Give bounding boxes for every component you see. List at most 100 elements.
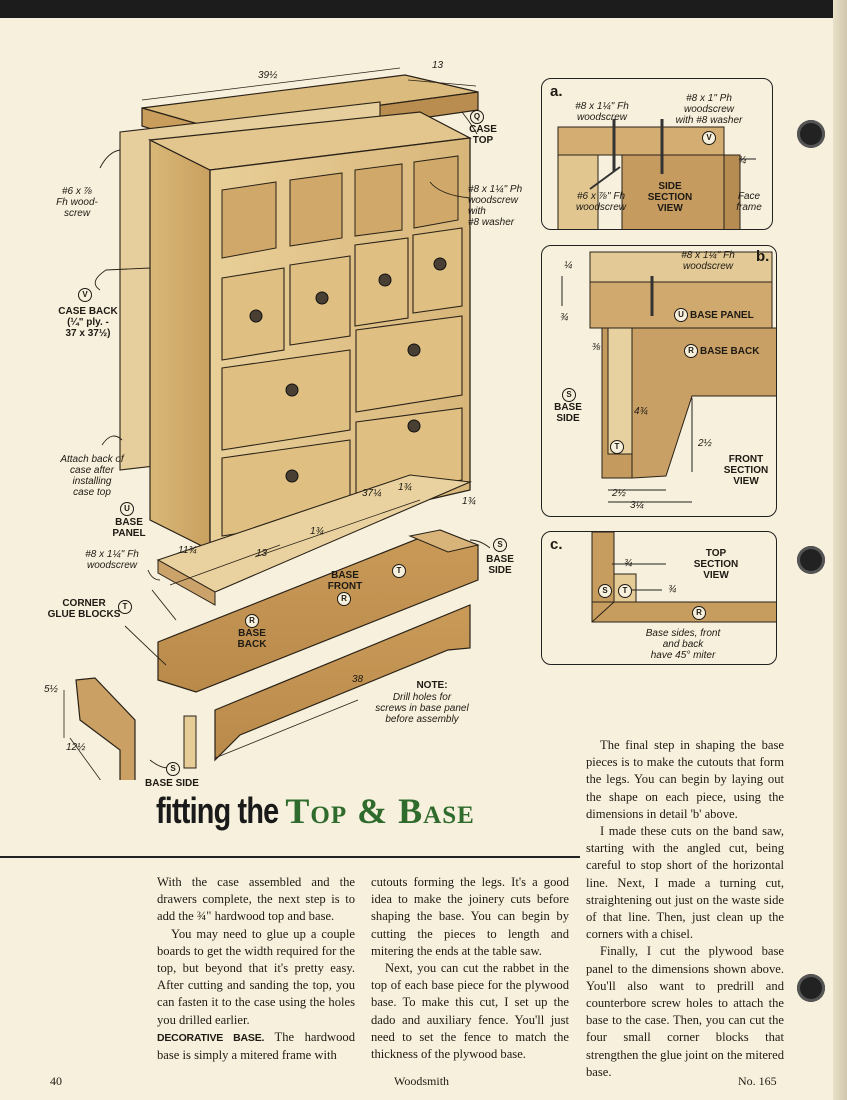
label-case-top: CASE TOP	[469, 124, 497, 146]
callout-r-front: R	[337, 592, 351, 606]
col3-paragraph-3: Finally, I cut the plywood base panel to…	[586, 944, 784, 1079]
punch-hole	[797, 120, 825, 148]
detail-b-base-panel: BASE PANEL	[690, 310, 754, 321]
dim-side-width: 12½	[66, 742, 86, 753]
punch-hole	[797, 974, 825, 1002]
dim-top-width: 39½	[258, 70, 278, 81]
detail-b-screw: #8 x 1¼" Fh woodscrew	[681, 250, 735, 272]
label-corner-blocks: CORNER GLUE BLOCKS	[47, 598, 121, 620]
exploded-view-drawing: 39½ 13 37¼ 1¾ 1¾ 1¾ 11¾ 13 38 5½ 12½ Q C…	[0, 20, 545, 819]
page-right-edge	[833, 0, 847, 1100]
detail-b-dim-top: ¼	[564, 260, 573, 271]
dimension-lines	[63, 67, 477, 819]
dim-inset-3: 1¾	[310, 526, 324, 537]
detail-b-callout-r: R	[684, 344, 698, 358]
detail-a-view: SIDE SECTION VIEW	[647, 181, 693, 214]
detail-b-base-back: BASE BACK	[700, 346, 760, 357]
detail-a-ph-screw: #8 x 1" Ph woodscrew with #8 washer	[675, 93, 743, 126]
detail-c-callout-s: S	[598, 584, 612, 598]
col1-paragraph-3: DECORATIVE BASE. The hardwood base is si…	[157, 1029, 355, 1064]
dim-base-width: 37¼	[362, 488, 382, 499]
col2-paragraph-2: Next, you can cut the rabbet in the top …	[371, 961, 569, 1062]
col2-paragraph-1: cutouts forming the legs. It's a good id…	[371, 875, 569, 958]
callout-u: U	[120, 502, 134, 516]
col1-paragraph-1: With the case assembled and the drawers …	[157, 875, 355, 924]
detail-a-callout-v: V	[702, 131, 716, 145]
note-title: NOTE:	[416, 680, 448, 691]
page-top-edge	[0, 0, 847, 18]
detail-b-svg	[561, 251, 776, 503]
detail-a-svg	[557, 119, 756, 229]
case-side	[147, 111, 472, 551]
issue-number: No. 165	[738, 1074, 777, 1088]
dim-top-depth: 13	[432, 60, 444, 71]
detail-b-letter: b.	[756, 248, 770, 265]
detail-c-view: TOP SECTION VIEW	[693, 548, 739, 581]
dim-base-side-length: 38	[352, 674, 364, 685]
leader-lines	[94, 111, 491, 769]
page-number: 40	[50, 1074, 62, 1088]
detail-b-callout-t: T	[610, 440, 624, 454]
detail-c-dim-2: ¾	[668, 584, 677, 595]
label-fh-woodscrew-2: #8 x 1¼" Fh woodscrew	[85, 549, 139, 571]
callout-s-2: S	[166, 762, 180, 776]
detail-a-fh-screw: #8 x 1¼" Fh woodscrew	[575, 101, 629, 123]
detail-b-bottom-1: 2½	[612, 488, 626, 499]
dim-inset-1: 1¾	[398, 482, 412, 493]
note-body: Drill holes for screws in base panel bef…	[375, 692, 469, 725]
detail-b-bottom-2: 3¼	[630, 500, 644, 511]
detail-b-dim-rabbet: ⅜	[592, 342, 601, 353]
label-base-front: BASE FRONT	[327, 570, 363, 592]
detail-b-dim-panel: ¾	[560, 312, 569, 323]
detail-b-callout-s: S	[562, 388, 576, 402]
dim-panel-depth: 11¾	[178, 545, 197, 556]
detail-c-letter: c.	[550, 536, 563, 553]
punch-hole	[797, 546, 825, 574]
callout-t: T	[118, 600, 132, 614]
label-fh-woodscrew: #6 x ⅞ Fh wood- screw	[56, 186, 98, 219]
headline-accent: Top & Base	[285, 791, 475, 831]
detail-b: b. #8 x 1¼" Fh woodscrew ¼ ¾ ⅜ U BASE PA…	[541, 245, 777, 517]
label-base-back: BASE BACK	[237, 628, 267, 650]
col1-paragraph-3-text: The hardwood base is simply a mitered fr…	[157, 1029, 356, 1063]
magazine-name: Woodsmith	[394, 1074, 450, 1088]
base-panel	[156, 474, 473, 606]
callout-v: V	[78, 288, 92, 302]
label-attach-note: Attach back of case after installing cas…	[60, 454, 124, 498]
detail-a-face-frame: Face frame	[736, 191, 762, 213]
callout-q: Q	[470, 110, 484, 124]
label-base-side-2: BASE SIDE	[145, 778, 199, 789]
runin-decorative-base: DECORATIVE BASE.	[157, 1031, 265, 1044]
article-column-3: The final step in shaping the base piece…	[586, 737, 784, 1081]
callout-r-back: R	[245, 614, 259, 628]
col3-paragraph-1: The final step in shaping the base piece…	[586, 738, 784, 821]
detail-c-callout-t: T	[618, 584, 632, 598]
label-base-side: BASE SIDE	[486, 554, 514, 576]
callout-t-glue: T	[392, 564, 406, 578]
col1-paragraph-2: You may need to glue up a couple boards …	[157, 926, 355, 1027]
callout-s: S	[493, 538, 507, 552]
detail-b-view: FRONT SECTION VIEW	[723, 454, 769, 487]
article-column-2: cutouts forming the legs. It's a good id…	[371, 874, 569, 1063]
label-ph-woodscrew: #8 x 1¼" Ph woodscrew with #8 washer	[468, 184, 523, 228]
dim-leg-height: 5½	[44, 684, 58, 695]
col3-paragraph-2: I made these cuts on the band saw, start…	[586, 824, 784, 942]
label-base-panel: BASE PANEL	[112, 517, 146, 539]
dim-panel-depth-2: 13	[256, 548, 268, 559]
dim-inset-2: 1¾	[462, 496, 476, 507]
detail-c-note: Base sides, front and back have 45° mite…	[645, 628, 721, 661]
detail-a-small-screw: #6 x ⅞" Fh woodscrew	[575, 191, 627, 213]
article-headline: fitting the Top & Base	[156, 790, 475, 832]
detail-b-cut: 2½	[698, 438, 712, 449]
exploded-view-svg	[63, 67, 491, 819]
detail-b-base-side: BASE SIDE	[554, 402, 582, 424]
detail-c-callout-r: R	[692, 606, 706, 620]
detail-a: a. #8 x 1¼" Fh woodscrew #8 x 1" Ph wood…	[541, 78, 773, 230]
case-front	[209, 137, 471, 551]
headline-rule	[0, 856, 580, 858]
article-column-1: With the case assembled and the drawers …	[157, 874, 355, 1064]
detail-c-dim-1: ¾	[624, 558, 633, 569]
detail-a-dim: ¾	[738, 155, 747, 166]
label-case-back: CASE BACK (¼" ply. - 37 x 37½)	[58, 306, 118, 339]
detail-c: c. ¾ ¾ S T R TOP SECTION VIEW Base sides…	[541, 531, 777, 665]
